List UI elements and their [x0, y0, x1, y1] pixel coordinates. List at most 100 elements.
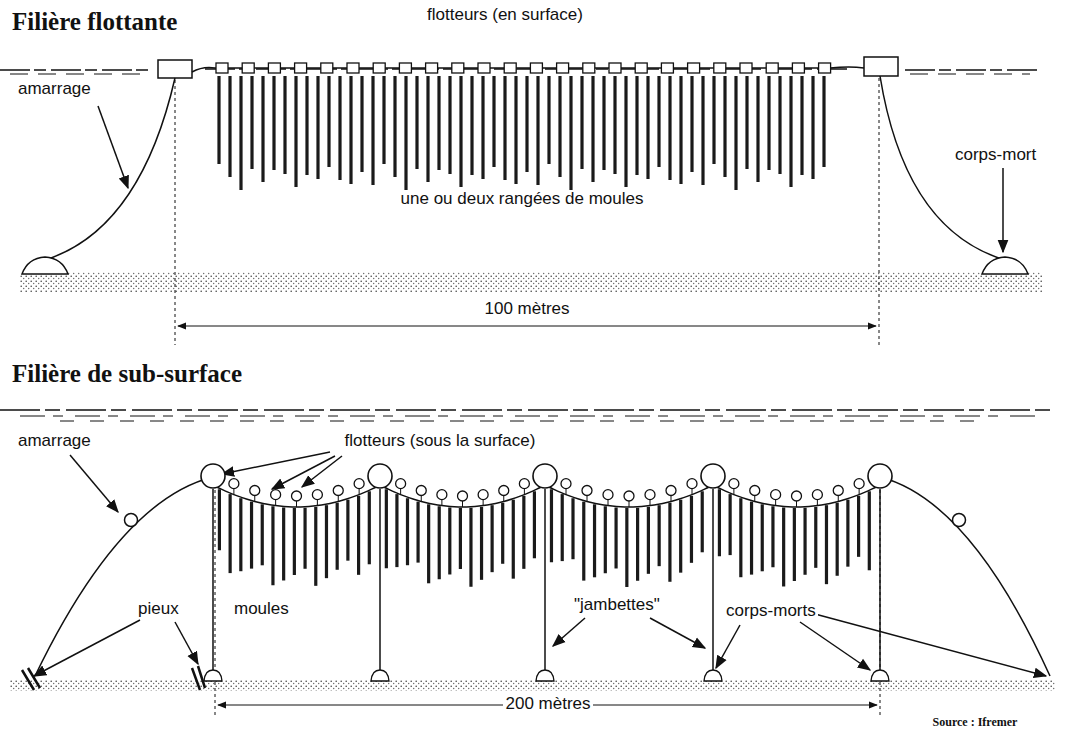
main-float: [533, 464, 557, 488]
mussel-rope: [336, 503, 339, 570]
mussel-rope: [282, 507, 285, 580]
mussel-rope: [338, 76, 341, 180]
mussel-rope: [723, 76, 726, 177]
leader-arrow: [70, 455, 118, 512]
dead-weight: [982, 257, 1028, 274]
mussel-rope: [690, 496, 693, 563]
surface-float: [714, 63, 726, 73]
mussel-rope: [481, 76, 484, 179]
subsurface-float: [645, 490, 655, 500]
dead-weight: [871, 670, 889, 681]
float-line: [671, 496, 672, 502]
bottom-illustration: [0, 410, 1055, 715]
mussel-ropes: [219, 76, 824, 190]
main-float: [701, 464, 725, 488]
float-line: [775, 500, 776, 506]
mussel-rope: [261, 504, 264, 565]
float-line: [817, 500, 818, 506]
surface-float: [766, 63, 778, 73]
subsurface-float: [437, 490, 447, 500]
float-line: [254, 496, 255, 502]
subsurface-float: [833, 486, 843, 496]
mussel-rope: [857, 496, 860, 557]
mussel-rope: [470, 76, 473, 175]
leader-arrow: [800, 622, 870, 670]
subsurface-float: [396, 479, 406, 489]
sea-surface: [0, 409, 1050, 411]
float-line: [692, 489, 693, 495]
mussel-rope: [368, 491, 371, 564]
surface-float: [452, 63, 464, 73]
float-line: [608, 500, 609, 506]
mussel-rope: [836, 503, 839, 576]
dimension-line: [178, 326, 876, 327]
mussel-rope: [668, 76, 671, 180]
mussel-rope: [593, 504, 596, 577]
mussel-rope: [283, 76, 286, 174]
mussel-rope: [822, 76, 825, 167]
dimension-label: 100 mètres: [482, 300, 571, 319]
dead-weight: [371, 670, 389, 681]
leader-arrow: [272, 456, 335, 489]
backbone-rope: [380, 485, 545, 507]
subsurface-float: [812, 490, 822, 500]
jambette-line: [712, 489, 714, 672]
float-line: [524, 489, 525, 495]
source-note: Source : Ifremer: [931, 716, 1020, 729]
subsurface-float: [561, 479, 571, 489]
mussel-rope: [325, 505, 328, 578]
mussel-rope: [459, 76, 462, 187]
mussel-rope: [501, 503, 504, 564]
mooring-float: [953, 514, 966, 527]
part-label: moules: [232, 600, 291, 619]
mussel-rope: [437, 76, 440, 170]
dimension-label: 200 mètres: [503, 695, 592, 714]
mussel-rope: [602, 76, 605, 170]
surface-float: [635, 63, 647, 73]
mooring-line: [45, 78, 175, 260]
mussel-rope: [793, 508, 796, 581]
float-line: [441, 500, 442, 506]
surface-float: [399, 63, 411, 73]
surface-float: [609, 63, 621, 73]
leader-arrow: [716, 625, 740, 668]
main-float: [868, 464, 892, 488]
stake: [22, 666, 205, 690]
subsurface-float: [519, 479, 529, 489]
sea-surface: [20, 416, 1040, 417]
mussel-rope: [745, 76, 748, 169]
float-line: [359, 489, 360, 495]
subsurface-float: [416, 486, 426, 496]
float-line: [400, 489, 401, 495]
mussel-rope: [868, 491, 871, 570]
mussel-rope: [690, 76, 693, 172]
mussel-rope: [750, 502, 753, 575]
surface-float: [347, 63, 359, 73]
mussel-rope: [371, 76, 374, 185]
surface-float: [557, 63, 569, 73]
part-label: pieux: [136, 600, 181, 619]
mussel-rope: [657, 76, 660, 167]
mussel-rope: [360, 76, 363, 172]
subsurface-backbone: [201, 464, 892, 587]
mussel-rope: [734, 76, 737, 190]
mooring-line: [880, 76, 1005, 260]
subsurface-float: [478, 490, 488, 500]
mussel-rope: [739, 498, 742, 577]
main-float: [201, 464, 225, 488]
mussel-rope: [771, 506, 774, 567]
leader-arrow: [1002, 168, 1004, 252]
sea-surface: [60, 421, 980, 422]
mussel-rope: [218, 489, 221, 550]
mussel-rope: [303, 508, 306, 569]
part-label: flotteurs (sous la surface): [343, 432, 538, 451]
float-line: [296, 501, 297, 507]
float-line: [838, 496, 839, 502]
mussel-rope: [314, 507, 317, 586]
mussel-rope: [349, 76, 352, 184]
mussel-rope: [480, 507, 483, 580]
mussel-rope: [646, 76, 649, 179]
mussel-rope: [571, 498, 574, 559]
mussel-rope: [250, 76, 253, 169]
part-label: corps-mort: [953, 146, 1038, 165]
